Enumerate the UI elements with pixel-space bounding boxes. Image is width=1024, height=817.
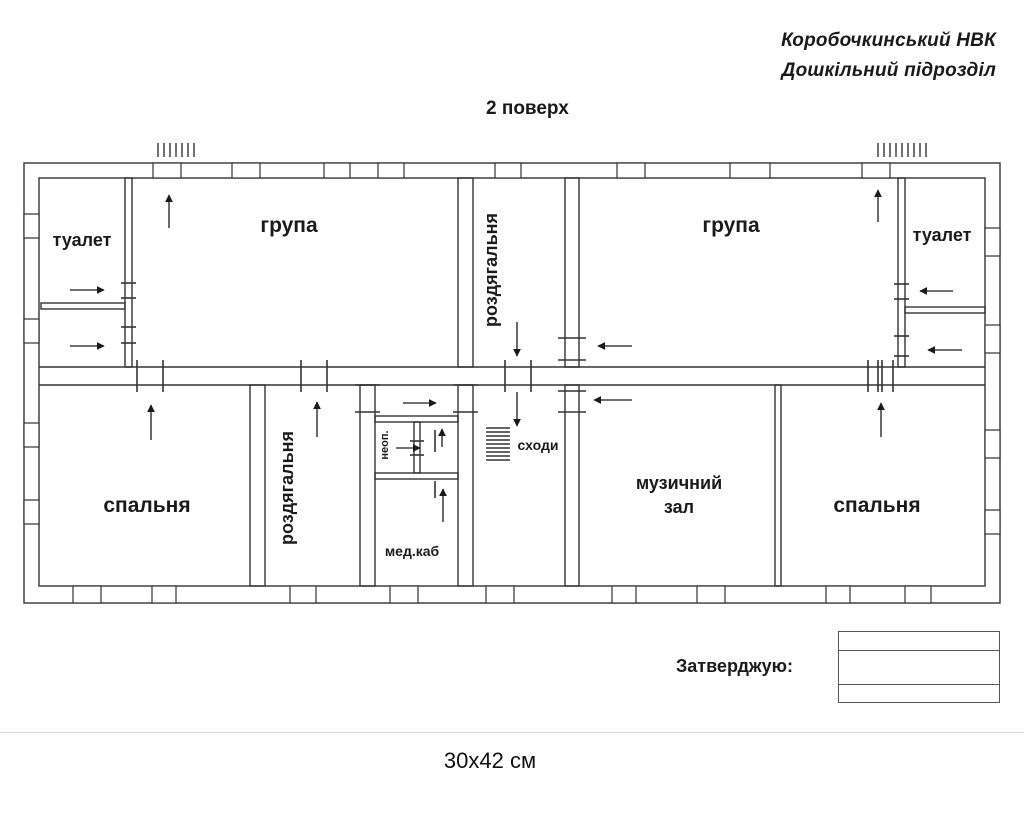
room-label-toilet-left: туалет [53,230,112,250]
approval-signature-box [838,631,1000,703]
room-label-bedroom-right: спальня [833,494,920,517]
window [151,585,177,604]
window [152,162,182,179]
window [984,324,1001,354]
window [485,585,515,604]
window [231,162,261,179]
wall-group-toilet-right [897,177,906,368]
room-label-bedroom-left: спальня [103,494,190,517]
window [72,585,102,604]
window [23,499,40,525]
room-label-cloakroom-top: роздягальня [481,213,501,327]
room-label-music-hall-line1: музичний [636,473,722,493]
wall-bedroom-cloakroom [249,384,266,587]
room-label-group-left: група [260,214,318,237]
windows [23,162,1001,604]
floor-title: 2 поверх [486,98,569,119]
window [984,509,1001,535]
door-marks [121,282,909,498]
window [729,162,771,179]
room-label-neop: неоп. [379,430,391,459]
division-name: Дошкільний підрозділ [781,60,996,81]
floor-plan-sheet: Коробочкинський НВК Дошкільний підрозділ… [0,30,1024,733]
window [23,422,40,448]
wall-stairs-music [564,384,580,587]
approval-line [839,650,999,651]
window [696,585,726,604]
wall-toilet-right-sub [904,306,986,314]
room-label-stairs: сходи [518,437,559,453]
window [616,162,646,179]
evacuation-arrows [70,189,962,522]
window [23,318,40,344]
window [984,227,1001,257]
room-label-med-cab: мед.каб [385,543,440,559]
floor-plan: туалет група роздягальня група туалет сп… [23,143,1001,604]
window [825,585,851,604]
radiator-marks [157,143,927,157]
room-label-group-right: група [702,214,760,237]
window [389,585,419,604]
window [323,162,351,179]
room-label-cloakroom-bottom: роздягальня [277,431,297,545]
school-name: Коробочкинський НВК [781,30,996,51]
wall-medcab-stairs [457,384,474,587]
size-caption: 30х42 см [443,748,537,773]
wall-medcab-top [374,472,459,480]
approval-line [839,684,999,685]
wall-cloakroom-group [564,177,580,368]
room-label-toilet-right: туалет [913,225,972,245]
wall-cloakroom-medcab [359,384,376,587]
window [289,585,317,604]
wall-neop-top [374,415,459,423]
wall-toilet-group-left [124,177,133,368]
approval-label: Затверджую: [676,656,794,676]
window [984,429,1001,459]
wall-group-cloakroom [457,177,474,368]
outer-wall-outer [23,162,1001,604]
wall-music-bedroom [774,384,782,587]
window [377,162,405,179]
wall-toilet-left-sub [40,302,126,310]
stairs-symbol [486,427,510,461]
walls [23,162,1001,604]
window [861,162,891,179]
window [23,213,40,239]
window [494,162,522,179]
outer-wall-inner [38,177,986,587]
window [611,585,637,604]
room-label-music-hall-line2: зал [664,497,694,517]
window [904,585,932,604]
